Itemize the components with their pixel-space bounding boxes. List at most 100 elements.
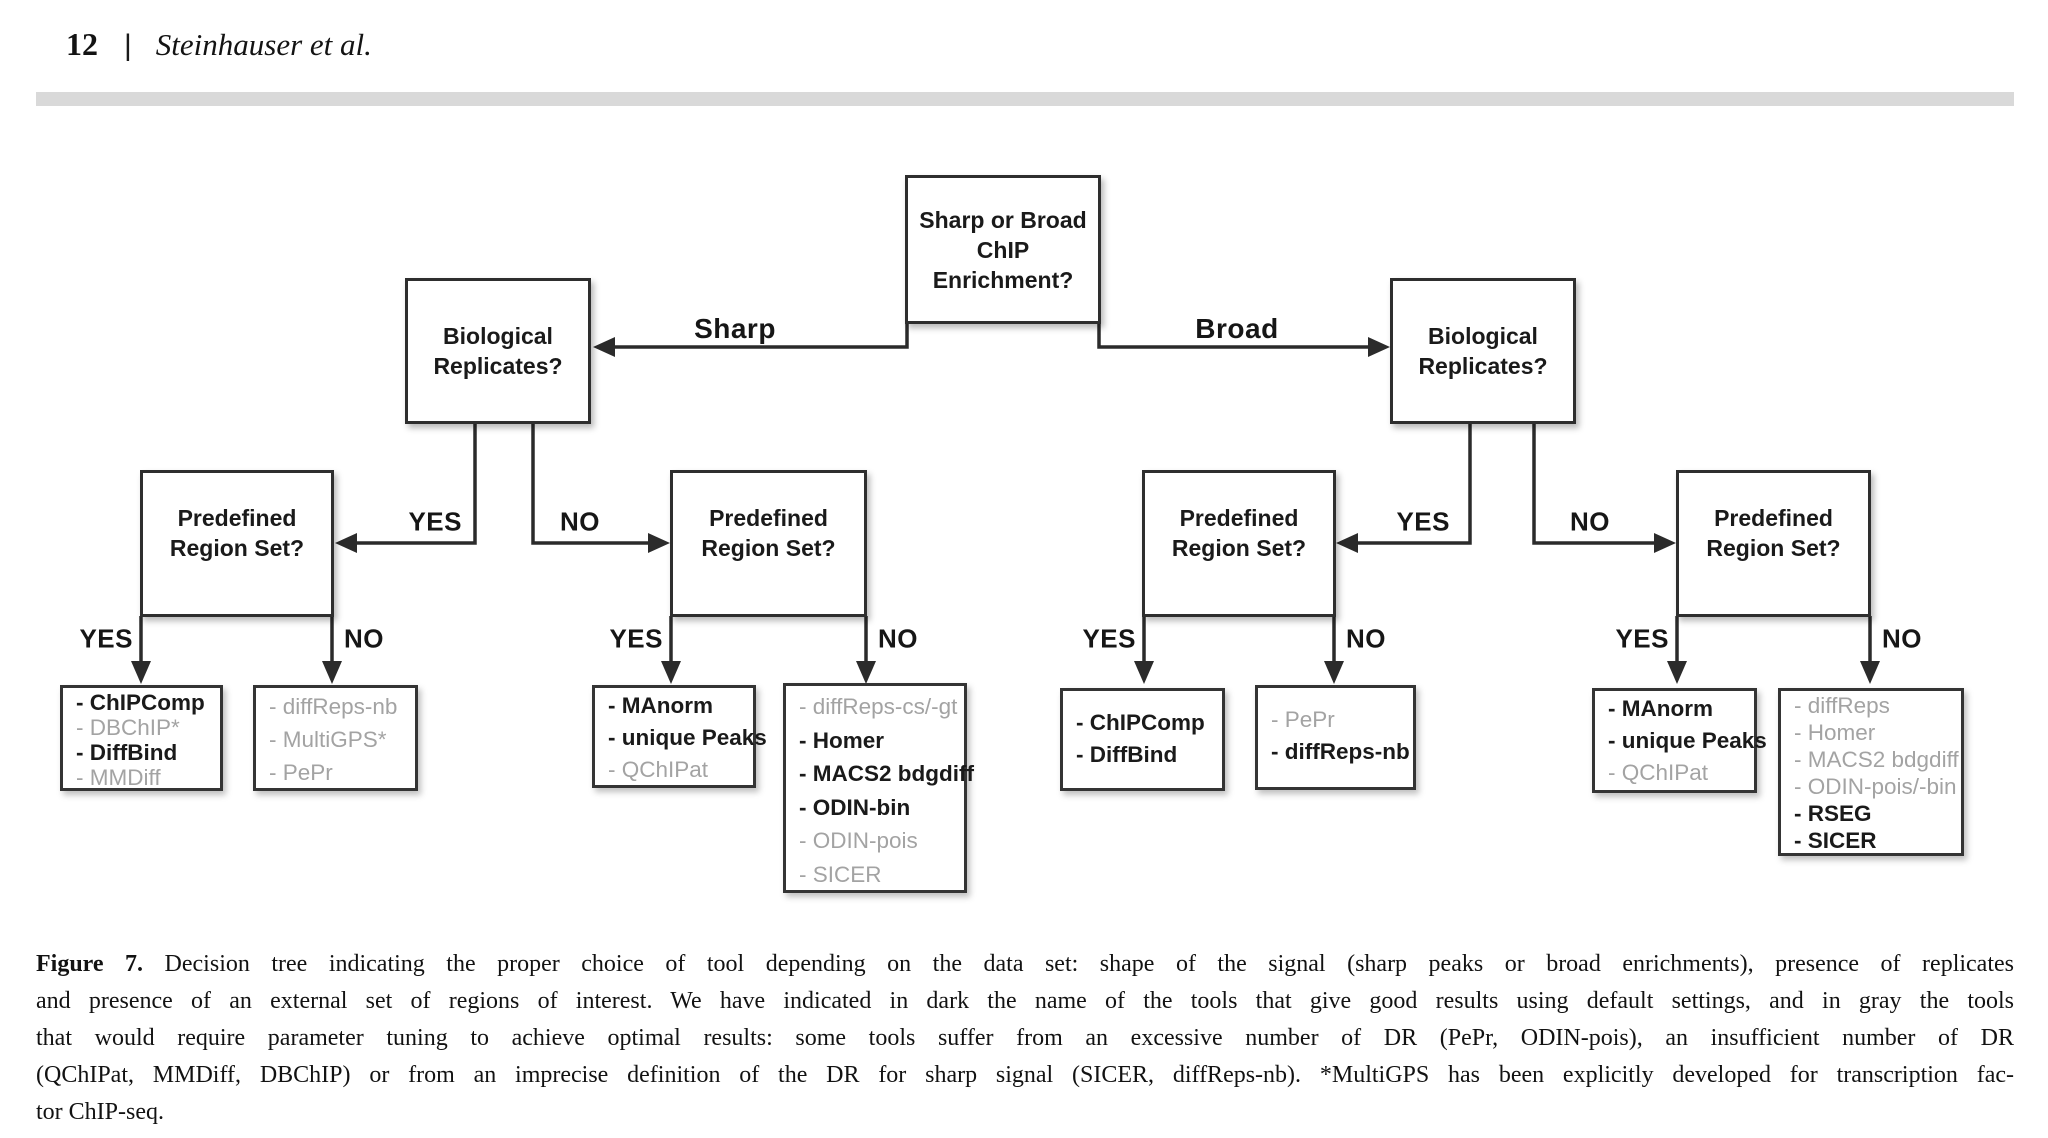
tool-item: - DiffBind bbox=[76, 740, 178, 765]
tool-item: - MAnorm bbox=[1608, 696, 1713, 721]
tool-item: - QChIPat bbox=[1608, 760, 1709, 785]
leaf-tools-broad-no-no: - diffReps- Homer- MACS2 bdgdiff- ODIN-p… bbox=[1778, 688, 1964, 856]
edge-label-yes: YES bbox=[1615, 623, 1669, 654]
tool-item: - DBChIP* bbox=[76, 715, 180, 740]
figure-label: Figure 7. bbox=[36, 951, 144, 977]
caption-line: that would require parameter tuning to a… bbox=[36, 1025, 2014, 1051]
node-replicates-broad: Biological Replicates? bbox=[1390, 278, 1576, 424]
running-head: Steinhauser et al. bbox=[155, 27, 372, 62]
header-separator: | bbox=[124, 29, 132, 62]
tool-item: - Homer bbox=[799, 727, 885, 753]
leaf-tools-sharp-yes-yes: - ChIPComp- DBChIP*- DiffBind- MMDiff bbox=[60, 685, 223, 791]
arrowhead bbox=[1336, 533, 1358, 553]
edge-label-no: NO bbox=[560, 506, 600, 537]
tool-item: - MACS2 bdgdiff bbox=[799, 761, 974, 786]
arrowhead bbox=[856, 661, 876, 684]
node-line: Biological bbox=[443, 323, 553, 349]
node-replicates-sharp: Biological Replicates? bbox=[405, 278, 591, 424]
node-line: Replicates? bbox=[1418, 353, 1548, 379]
edge-label-broad: Broad bbox=[1195, 313, 1279, 344]
edge-label-no: NO bbox=[344, 623, 384, 654]
arrowhead bbox=[1134, 661, 1154, 684]
tool-item: - diffReps bbox=[1794, 693, 1890, 718]
node-line: Region Set? bbox=[169, 534, 305, 561]
arrowhead bbox=[593, 337, 615, 357]
node-line: Predefined bbox=[177, 504, 297, 531]
page-number: 12 bbox=[66, 26, 98, 62]
tool-item: - unique Peaks bbox=[1608, 728, 1767, 753]
node-line: Replicates? bbox=[433, 353, 563, 379]
arrowhead bbox=[1860, 661, 1880, 684]
header-rule-bar bbox=[36, 92, 2014, 106]
tool-item: - ODIN-pois bbox=[799, 828, 918, 853]
tool-item: - diffReps-cs/-gt bbox=[799, 694, 958, 719]
tool-item: - SICER bbox=[799, 861, 882, 887]
arrowhead bbox=[1654, 533, 1676, 553]
node-regionset-sharp-yes: Predefined Region Set? bbox=[140, 470, 334, 617]
node-line: Predefined bbox=[709, 504, 828, 531]
node-regionset-broad-yes: Predefined Region Set? bbox=[1142, 470, 1336, 617]
tool-item: - ChIPComp bbox=[1076, 710, 1205, 735]
caption-line: (QChIPat, MMDiff, DBChIP) or from an imp… bbox=[36, 1062, 2014, 1088]
leaf-tools-sharp-no-no: - diffReps-cs/-gt - Homer - MACS2 bdgdiff -… bbox=[783, 683, 974, 893]
tool-item: - DiffBind bbox=[1076, 742, 1178, 767]
node-line: Predefined bbox=[1714, 504, 1833, 531]
edge-label-no: NO bbox=[1570, 506, 1610, 537]
edge-label-yes: YES bbox=[1082, 623, 1136, 654]
figure-caption: Figure 7. Decision tree indicating the p… bbox=[36, 946, 2014, 1131]
edge-label-no: NO bbox=[878, 623, 918, 654]
arrowhead bbox=[335, 533, 357, 553]
arrowhead bbox=[1667, 661, 1687, 684]
tool-item: - SICER bbox=[1794, 828, 1877, 853]
arrowhead bbox=[131, 661, 151, 684]
edge-label-yes: YES bbox=[609, 623, 663, 654]
tool-item: - Homer bbox=[1794, 720, 1876, 745]
tool-item: - PePr bbox=[1271, 707, 1335, 732]
tool-item: - PePr bbox=[269, 760, 333, 785]
tool-item: - MMDiff bbox=[76, 765, 161, 790]
arrowhead bbox=[322, 661, 342, 684]
tool-item: - MultiGPS* bbox=[269, 727, 387, 752]
node-line: Region Set? bbox=[701, 534, 836, 561]
caption-line: and presence of an external set of regio… bbox=[36, 988, 2014, 1014]
leaf-tools-sharp-no-yes: - MAnorm - unique Peaks - QChIPat bbox=[592, 685, 767, 788]
node-line: Predefined bbox=[1179, 504, 1299, 531]
leaf-tools-sharp-yes-no: - diffReps-nb - MultiGPS* - PePr bbox=[253, 685, 418, 791]
edge-label-yes: YES bbox=[1396, 506, 1450, 537]
arrowhead bbox=[661, 661, 681, 684]
edge-label-yes: YES bbox=[408, 506, 462, 537]
tool-item: - MACS2 bdgdiff bbox=[1794, 747, 1959, 772]
node-line: Biological bbox=[1428, 323, 1538, 349]
arrowhead bbox=[1368, 337, 1390, 357]
arrowhead bbox=[648, 533, 670, 553]
node-regionset-broad-no: Predefined Region Set? bbox=[1676, 470, 1871, 617]
leaf-tools-broad-no-yes: - MAnorm - unique Peaks - QChIPat bbox=[1592, 688, 1767, 793]
tool-item: - unique Peaks bbox=[608, 725, 767, 750]
tool-item: - diffReps-nb bbox=[269, 694, 398, 719]
tool-item: - diffReps-nb bbox=[1271, 739, 1410, 764]
tool-item: - RSEG bbox=[1794, 801, 1872, 826]
tool-item: - ChIPComp bbox=[76, 690, 205, 715]
node-regionset-sharp-no: Predefined Region Set? bbox=[670, 470, 867, 617]
edge-label-no: NO bbox=[1346, 623, 1386, 654]
leaf-tools-broad-yes-yes: - ChIPComp - DiffBind bbox=[1060, 688, 1225, 791]
tool-item: - MAnorm bbox=[608, 693, 713, 718]
caption-line: Figure 7. Decision tree indicating the p… bbox=[36, 946, 2014, 983]
page-header: 12 | Steinhauser et al. bbox=[66, 26, 372, 63]
edge-label-yes: YES bbox=[79, 623, 133, 654]
tool-item: - QChIPat bbox=[608, 757, 709, 782]
edge-lines bbox=[139, 323, 1872, 662]
edge-label-no: NO bbox=[1882, 623, 1922, 654]
arrowhead bbox=[1324, 661, 1344, 684]
node-line: ChIP Enrichment? bbox=[932, 236, 1074, 293]
tool-item: - ODIN-pois/-bin bbox=[1794, 774, 1957, 799]
node-line: Region Set? bbox=[1706, 534, 1841, 561]
leaf-tools-broad-yes-no: - PePr - diffReps-nb bbox=[1255, 685, 1416, 790]
caption-line: tor ChIP-seq. bbox=[36, 1099, 164, 1125]
node-root-question: Sharp or Broad ChIP Enrichment? bbox=[905, 175, 1101, 324]
node-line: Sharp or Broad bbox=[919, 206, 1087, 233]
tool-item: - ODIN-bin bbox=[799, 794, 911, 820]
node-line: Region Set? bbox=[1171, 534, 1307, 561]
edge-label-sharp: Sharp bbox=[694, 313, 776, 344]
caption-text: Decision tree indicating the proper choi… bbox=[164, 951, 2014, 977]
